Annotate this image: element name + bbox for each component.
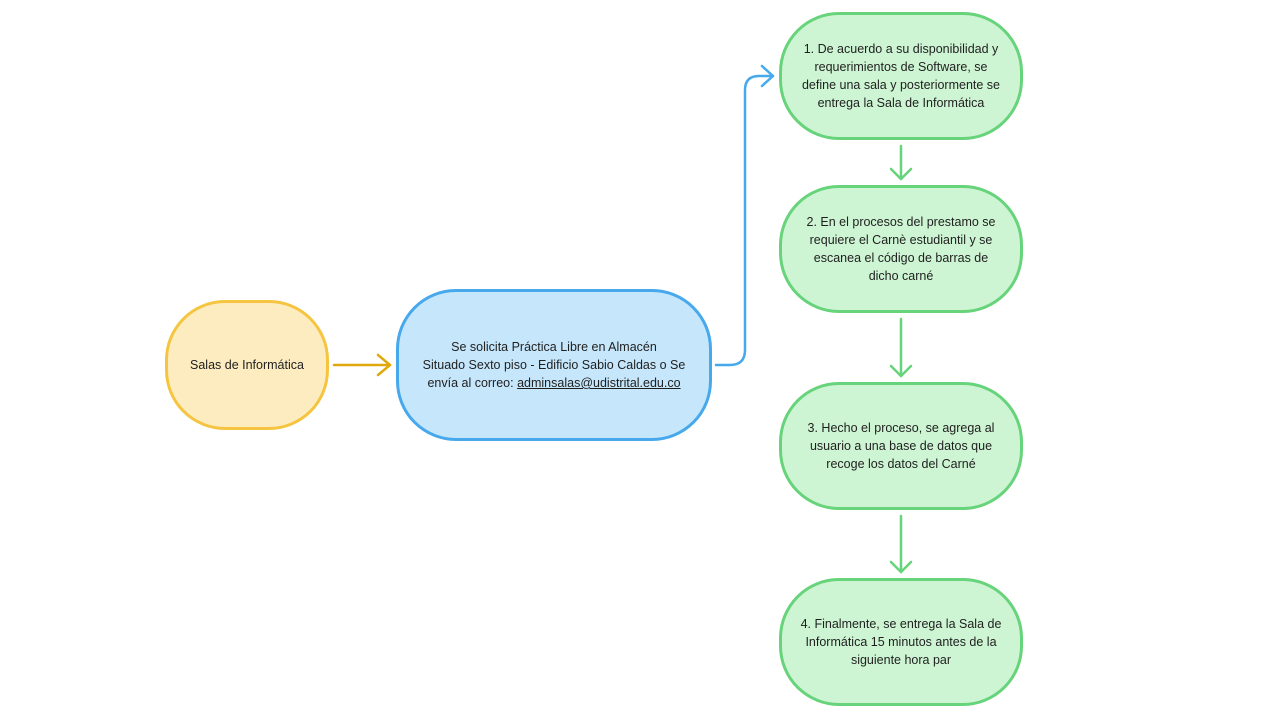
start-node-salas: Salas de Informática (165, 300, 329, 430)
arrow-step2-to-step3 (889, 317, 913, 378)
step-3-text: 3. Hecho el proceso, se agrega al usuari… (807, 421, 995, 471)
step-4-node: 4. Finalmente, se entrega la Sala de Inf… (779, 578, 1023, 706)
admin-email-link[interactable]: adminsalas@udistrital.edu.co (517, 376, 681, 390)
step-2-text: 2. En el procesos del prestamo se requie… (806, 215, 996, 283)
step-4-text: 4. Finalmente, se entrega la Sala de Inf… (800, 617, 1002, 667)
step-1-node: 1. De acuerdo a su disponibilidad y requ… (779, 12, 1023, 140)
arrow-step3-to-step4 (889, 514, 913, 574)
request-node: Se solicita Práctica Libre en Almacén Si… (396, 289, 712, 441)
start-node-label: Salas de Informática (190, 358, 304, 372)
arrow-step1-to-step2 (889, 144, 913, 181)
request-line-1: Se solicita Práctica Libre en Almacén (451, 340, 657, 354)
arrow-start-to-request (332, 353, 392, 377)
arrow-request-to-step1 (714, 64, 775, 367)
step-2-node: 2. En el procesos del prestamo se requie… (779, 185, 1023, 313)
request-node-text: Se solicita Práctica Libre en Almacén Si… (409, 338, 699, 392)
request-line-3-prefix: envía al correo: (427, 376, 514, 390)
request-line-2: Situado Sexto piso - Edificio Sabio Cald… (422, 358, 686, 372)
step-1-text: 1. De acuerdo a su disponibilidad y requ… (801, 42, 1001, 110)
step-3-node: 3. Hecho el proceso, se agrega al usuari… (779, 382, 1023, 510)
